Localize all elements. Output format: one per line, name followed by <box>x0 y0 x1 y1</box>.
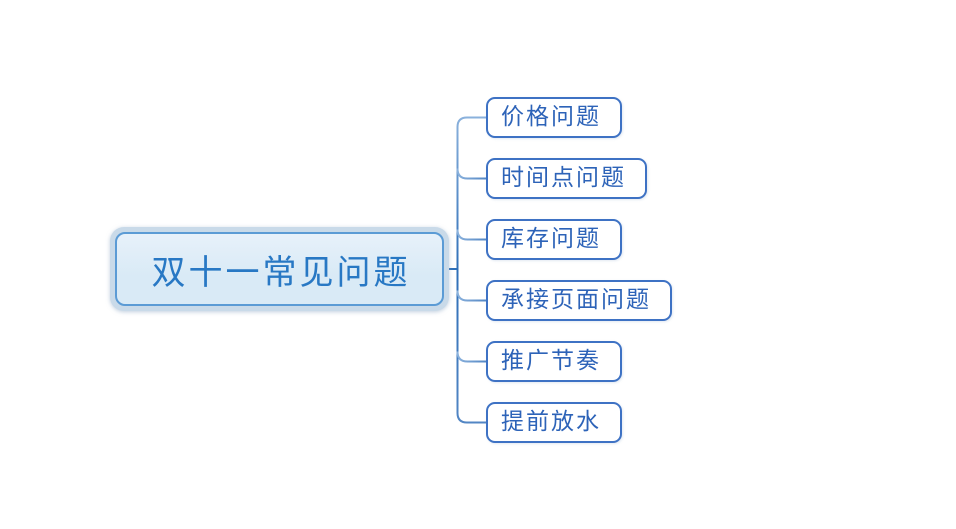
child-topic-inventory[interactable]: 库存问题 <box>486 219 622 260</box>
root-topic-box: 双十一常见问题 <box>115 232 444 306</box>
connector-branch-2 <box>456 168 487 180</box>
child-topic-timing[interactable]: 时间点问题 <box>486 158 647 199</box>
child-topic-promotion-rhythm[interactable]: 推广节奏 <box>486 341 622 382</box>
child-topic-label: 承接页面问题 <box>501 287 651 312</box>
root-topic[interactable]: 双十一常见问题 <box>110 227 449 311</box>
child-topic-label: 价格问题 <box>501 104 601 129</box>
child-topic-label: 提前放水 <box>501 409 601 434</box>
root-topic-label: 双十一常见问题 <box>151 254 411 292</box>
child-topic-label: 时间点问题 <box>501 165 626 190</box>
child-topic-early-release[interactable]: 提前放水 <box>486 402 622 443</box>
connector-branch-5 <box>456 351 487 363</box>
child-topic-label: 推广节奏 <box>501 348 601 373</box>
child-topic-price[interactable]: 价格问题 <box>486 97 622 138</box>
connector-spine <box>456 116 487 424</box>
connector-branch-4 <box>456 290 487 302</box>
child-topic-label: 库存问题 <box>501 226 601 251</box>
child-topic-landing-page[interactable]: 承接页面问题 <box>486 280 672 321</box>
connector-branch-3 <box>456 229 487 241</box>
